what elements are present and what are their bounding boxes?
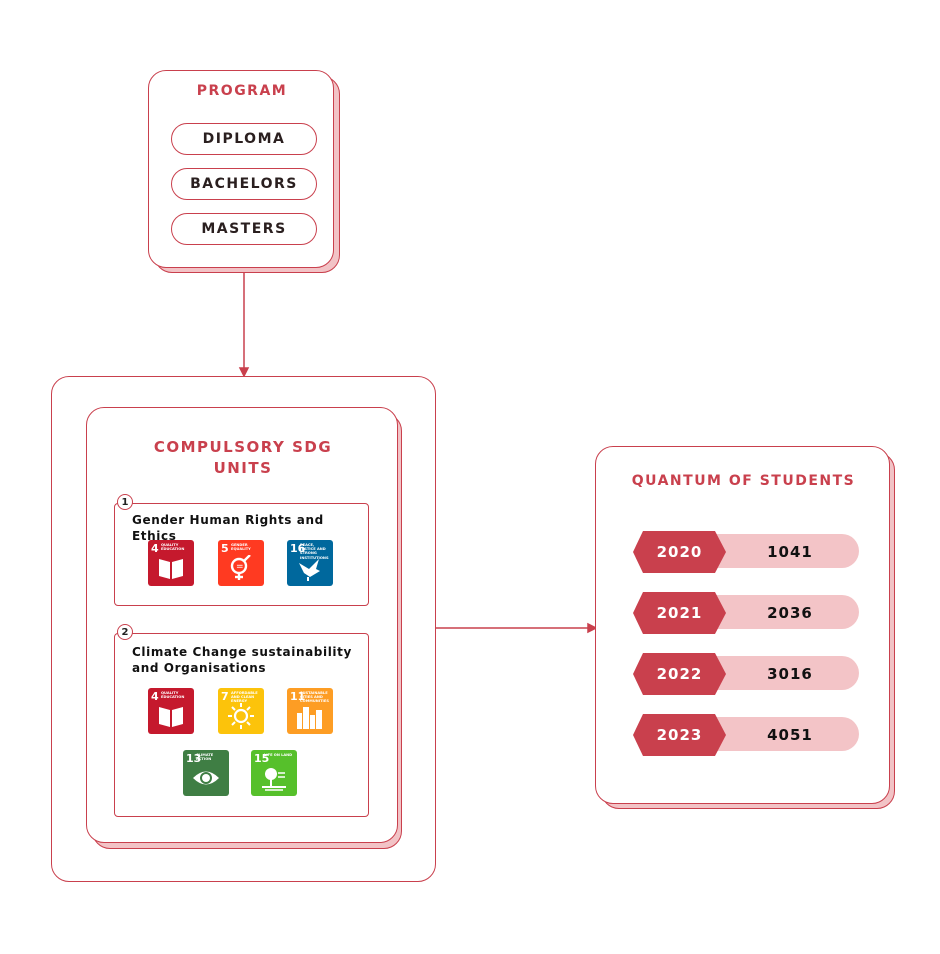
quantum-year-label: 2020 [656,543,703,561]
city-icon [297,707,322,729]
program-item-masters[interactable]: MASTERS [171,213,317,245]
program-item-diploma[interactable]: DIPLOMA [171,123,317,155]
tree-icon [262,768,286,791]
program-title: PROGRAM [196,83,288,99]
sdg-title-line2: UNITS [213,459,273,477]
sdg-goal-11-tile: 11 SUSTAINABLE CITIES AND COMMUNITIES [287,688,333,734]
sdg-goal-13-tile: 13 CLIMATE ACTION [183,750,229,796]
unit-1-number-badge: 1 [117,494,133,510]
sun-icon [228,703,254,729]
quantum-year-label: 2021 [656,604,703,622]
sdg-goal-5-tile: 5 GENDER EQUALITY = [218,540,264,586]
book-icon [159,707,183,727]
eye-globe-icon [193,771,219,785]
quantum-value-label: 1041 [767,543,813,561]
sdg-goal-4-tile: 4 QUALITY EDUCATION [148,688,194,734]
sdg-goal-4-tile: 4 QUALITY EDUCATION [148,540,194,586]
dove-icon [299,559,320,581]
year-hexagon [633,653,726,695]
quantum-value-label: 4051 [767,726,813,744]
program-item-bachelors[interactable]: BACHELORS [171,168,317,200]
quantum-value-label: 2036 [767,604,813,622]
unit-1-title: Gender Human Rights and Ethics [132,513,324,543]
sdg-goal-15-tile: 15 LIFE ON LAND [251,750,297,796]
quantum-title: QUANTUM OF STUDENTS [631,473,856,489]
year-hexagon [633,531,726,573]
sdg-title-line1: COMPULSORY SDG [153,438,333,456]
svg-text:=: = [236,562,244,572]
gender-icon: = [230,555,251,580]
program-card: PROGRAM DIPLOMA BACHELORS MASTERS [148,70,334,268]
quantum-year-label: 2023 [656,726,703,744]
unit-2-title-line1: Climate Change sustainability [132,645,352,659]
book-icon [159,559,183,579]
year-hexagon [633,592,726,634]
sdg-card: COMPULSORY SDG UNITS Gender Human Rights… [86,407,398,843]
unit-2-title-line2: and Organisations [132,661,267,675]
year-hexagon [633,714,726,756]
sdg-goal-16-tile: 16 PEACE, JUSTICE AND STRONG INSTITUTION… [287,540,333,586]
quantum-year-label: 2022 [656,665,703,683]
sdg-goal-7-tile: 7 AFFORDABLE AND CLEAN ENERGY [218,688,264,734]
quantum-value-label: 3016 [767,665,813,683]
unit-2-number-badge: 2 [117,624,133,640]
